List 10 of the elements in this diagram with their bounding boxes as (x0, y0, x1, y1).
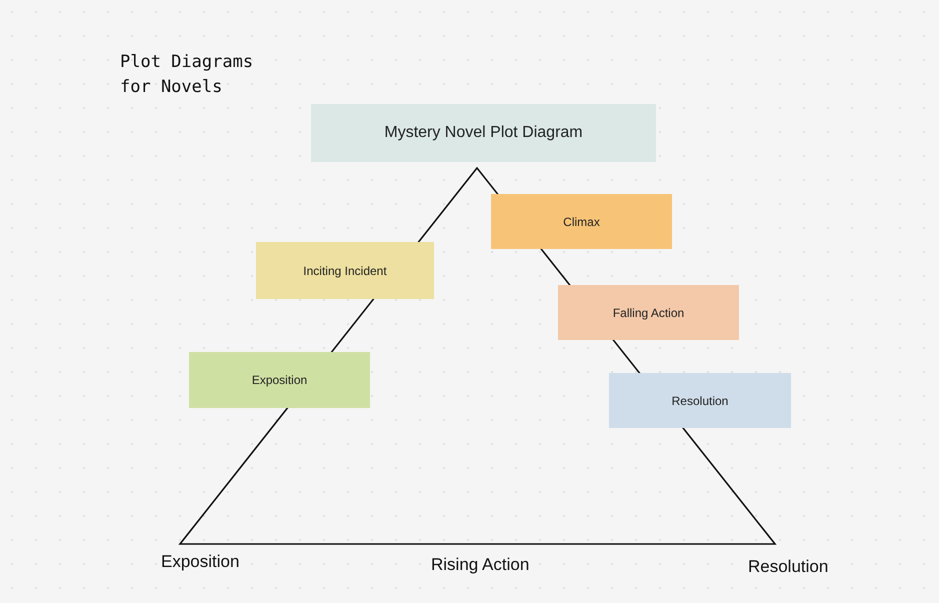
heading-box: Mystery Novel Plot Diagram (311, 104, 656, 162)
plot-stage-box: Climax (491, 194, 672, 249)
plot-stage-box: Exposition (189, 352, 370, 408)
axis-label: Exposition (161, 552, 240, 572)
plot-stage-box: Inciting Incident (256, 242, 434, 299)
axis-label: Rising Action (431, 555, 530, 575)
plot-stage-box: Falling Action (558, 285, 739, 340)
plot-stage-box: Resolution (609, 373, 791, 428)
axis-label: Resolution (748, 557, 828, 577)
page-title: Plot Diagrams for Novels (120, 51, 254, 99)
